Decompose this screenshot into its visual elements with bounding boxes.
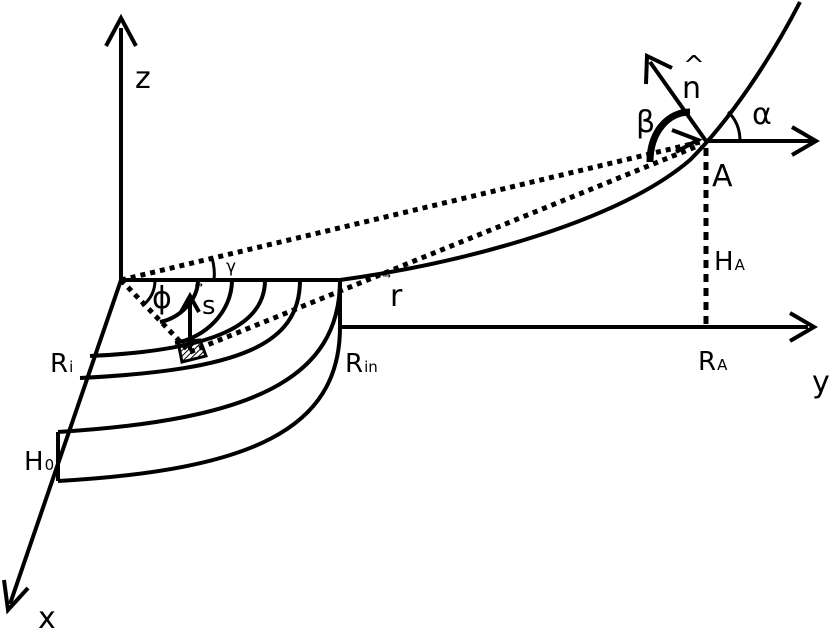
- y-axis: [340, 311, 818, 343]
- inner-arc-1: [159, 279, 200, 324]
- phi-arc: [141, 279, 157, 308]
- phi-label: ϕ: [152, 281, 172, 316]
- RA-label: RA: [698, 347, 728, 377]
- beta-label: β: [636, 105, 655, 140]
- HA-label: HA: [714, 247, 746, 277]
- horizontal-arrow-at-A: [706, 125, 820, 157]
- Ri-arc: [79, 279, 302, 380]
- z-axis-label: z: [135, 61, 151, 96]
- H0-label: H0: [24, 447, 54, 477]
- x-axis-label: x: [38, 601, 56, 636]
- Rin-outer-arc-top: [57, 279, 342, 434]
- gamma-arc: [210, 257, 216, 281]
- alpha-label: α: [752, 97, 772, 132]
- dotted-line-r-vector: [189, 142, 701, 355]
- surface-profile-curve: [339, 1, 802, 282]
- s-vector-arrow: [179, 291, 201, 350]
- gamma-label: γ: [226, 257, 236, 277]
- n-hat-label: n: [682, 71, 701, 106]
- alpha-arc: [726, 110, 742, 142]
- Rin-label: Rin: [345, 349, 378, 379]
- source-element: [176, 338, 208, 364]
- s-vector-label: s: [202, 291, 216, 321]
- Rin-outer-arc-bottom: [57, 326, 342, 483]
- normal-vector-n: [644, 52, 708, 143]
- z-axis: [104, 13, 138, 280]
- dotted-line-origin-to-A: [120, 139, 701, 283]
- inner-arc-3: [89, 279, 267, 358]
- Ri-label: Ri: [50, 349, 73, 379]
- r-vector-label: r: [390, 279, 403, 314]
- x-axis: [2, 279, 123, 615]
- n-hat-accent: ^: [683, 51, 705, 81]
- dotted-line-phi: [119, 278, 192, 354]
- y-axis-label: y: [812, 365, 830, 400]
- point-A-label: A: [712, 159, 733, 194]
